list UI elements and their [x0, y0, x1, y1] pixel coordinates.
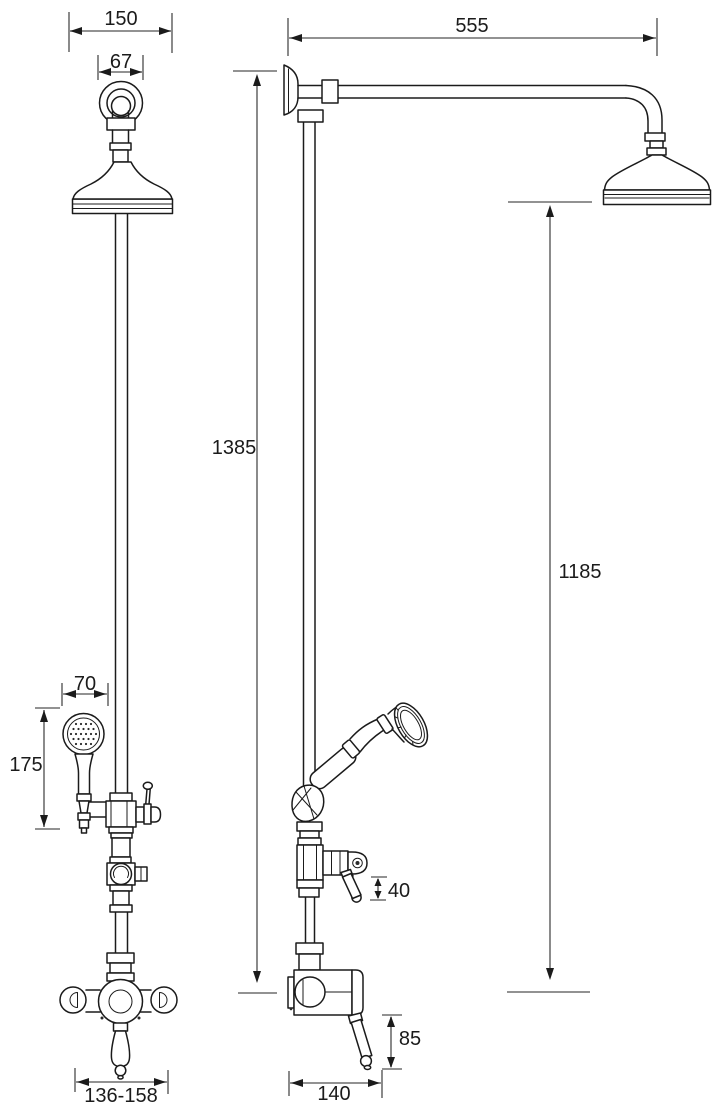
side-diverter	[295, 821, 368, 971]
side-view	[283, 64, 712, 1071]
side-handset-rim-ribs	[394, 707, 414, 746]
front-wall-bracket	[98, 80, 144, 163]
dim-head-width-label: 150	[104, 8, 137, 30]
front-shower-head	[71, 161, 174, 215]
dimensions: 150 67 70 175 136-158	[9, 8, 658, 1107]
front-valve	[59, 978, 178, 1080]
side-wall-flange	[283, 64, 324, 123]
side-valve	[287, 969, 373, 1071]
dim-bracket-width-label: 67	[110, 51, 132, 73]
side-shower-arm	[297, 79, 667, 156]
dim-valve-projection-140: 140	[288, 1070, 383, 1105]
dim-valve-projection-label: 140	[317, 1083, 350, 1105]
dim-handset-width-label: 70	[74, 673, 96, 695]
dim-overall-height-label: 1385	[212, 437, 257, 459]
dim-valve-lever-label: 85	[399, 1028, 421, 1050]
dim-valve-lever-85: 85	[382, 1014, 421, 1070]
dim-head-to-valve-label: 1185	[558, 561, 601, 583]
front-view	[59, 80, 178, 1080]
dim-diverter-lever-40: 40	[370, 876, 410, 902]
side-riser-pipe	[302, 121, 316, 944]
dim-arm-projection-555: 555	[287, 15, 658, 56]
dim-overall-height-1385: 1385	[212, 70, 277, 994]
dim-inlet-centres-136-158: 136-158	[74, 1068, 169, 1107]
dim-handset-width-70: 70	[61, 673, 109, 706]
front-diverter	[105, 781, 162, 864]
dim-bracket-width-67: 67	[97, 51, 144, 80]
dim-handset-length-label: 175	[9, 754, 42, 776]
side-shower-head	[602, 154, 712, 206]
front-handset	[62, 712, 111, 834]
front-handset-spray-holes	[69, 722, 98, 746]
dim-arm-projection-label: 555	[455, 15, 488, 37]
front-flow-control	[106, 862, 148, 982]
dim-head-width-150: 150	[68, 8, 173, 53]
dim-handset-length-175: 175	[9, 707, 60, 830]
dim-head-to-valve-1185: 1185	[507, 201, 602, 993]
side-handset	[291, 702, 429, 823]
dim-inlet-centres-label: 136-158	[84, 1085, 157, 1107]
dim-diverter-lever-label: 40	[388, 880, 410, 902]
